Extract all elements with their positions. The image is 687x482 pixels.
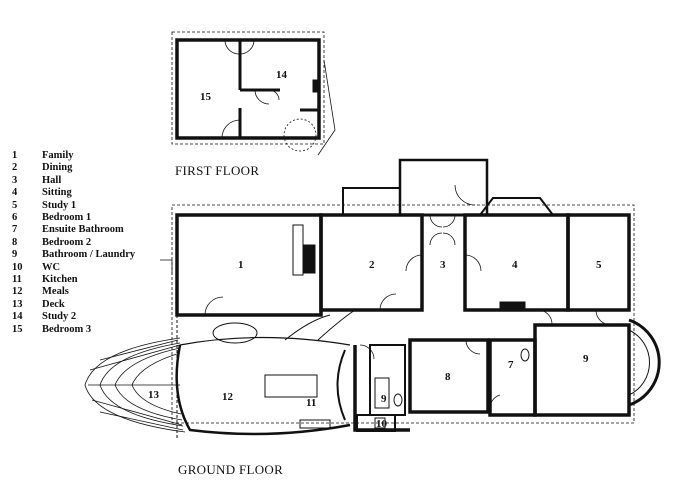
room-label-11: 11 [306, 397, 316, 409]
legend-item: 3 Hall [12, 175, 135, 187]
legend-name: Deck [42, 298, 65, 310]
legend-name: Bedroom 2 [42, 236, 92, 248]
legend-item: 13 Deck [12, 299, 135, 311]
room-label-3: 3 [440, 259, 446, 271]
legend-num: 3 [12, 174, 18, 186]
legend-name: Kitchen [42, 274, 78, 286]
legend-num: 10 [12, 261, 23, 273]
legend-name: Bedroom 3 [42, 323, 92, 335]
legend-item: 9 Bathroom / Laundry [12, 249, 135, 261]
room-label-2: 2 [369, 259, 375, 271]
legend-name: Sitting [42, 187, 72, 199]
first-floor-plan [171, 31, 336, 156]
legend-item: 14 Study 2 [12, 311, 135, 323]
legend-item: 12 Meals [12, 286, 135, 298]
room-label-1: 1 [238, 259, 244, 271]
legend-num: 11 [12, 274, 22, 286]
legend-item: 8 Bedroom 2 [12, 237, 135, 249]
legend-item: 11 Kitchen [12, 274, 135, 286]
room-label-8: 8 [445, 371, 451, 383]
room-label-13: 13 [148, 389, 160, 401]
legend-num: 2 [12, 162, 18, 174]
legend-item: 5 Study 1 [12, 200, 135, 212]
door-swings [160, 184, 612, 411]
legend-item: 15 Bedroom 3 [12, 324, 135, 336]
legend-num: 1 [12, 150, 18, 161]
room-label-4: 4 [512, 259, 518, 271]
legend-name: Bathroom / Laundry [42, 249, 136, 261]
legend-num: 7 [12, 224, 18, 236]
legend-num: 12 [12, 286, 23, 298]
legend-item: 7 Ensuite Bathroom [12, 224, 135, 236]
legend-num: 14 [12, 311, 23, 323]
room-label-7: 7 [508, 359, 514, 371]
legend-name: Study 2 [42, 311, 77, 323]
room-label-5: 5 [596, 259, 602, 271]
legend-num: 4 [12, 187, 18, 199]
room-label-15: 15 [200, 91, 212, 103]
legend-name: Dining [42, 162, 73, 174]
ground-floor-plan [84, 158, 661, 440]
legend-name: WC [42, 261, 61, 273]
legend-name: Hall [42, 174, 62, 186]
ground-floor-caption: GROUND FLOOR [178, 462, 284, 477]
deck-fan [84, 337, 186, 433]
legend-num: 13 [12, 298, 23, 310]
legend-num: 15 [12, 323, 23, 335]
legend-name: Study 1 [42, 199, 77, 211]
room-labels: 1 2 3 4 5 9 7 8 9 10 11 12 13 14 15 [148, 69, 602, 430]
legend-name: Family [42, 150, 74, 161]
legend-item: 6 Bedroom 1 [12, 212, 135, 224]
room-label-9-right: 9 [583, 353, 589, 365]
room-label-12: 12 [222, 391, 234, 403]
legend-num: 6 [12, 212, 18, 224]
legend-num: 8 [12, 236, 18, 248]
legend-item: 1 Family [12, 150, 135, 162]
first-floor-caption: FIRST FLOOR [175, 163, 260, 178]
legend-item: 10 WC [12, 262, 135, 274]
legend-name: Ensuite Bathroom [42, 224, 124, 236]
legend-name: Meals [42, 286, 69, 298]
legend-name: Bedroom 1 [42, 212, 92, 224]
legend-item: 2 Dining [12, 162, 135, 174]
room-label-9: 9 [381, 393, 387, 405]
legend-item: 4 Sitting [12, 187, 135, 199]
room-label-14: 14 [276, 69, 288, 81]
room-label-10: 10 [376, 418, 388, 430]
legend-num: 9 [12, 249, 18, 261]
legend-num: 5 [12, 199, 18, 211]
